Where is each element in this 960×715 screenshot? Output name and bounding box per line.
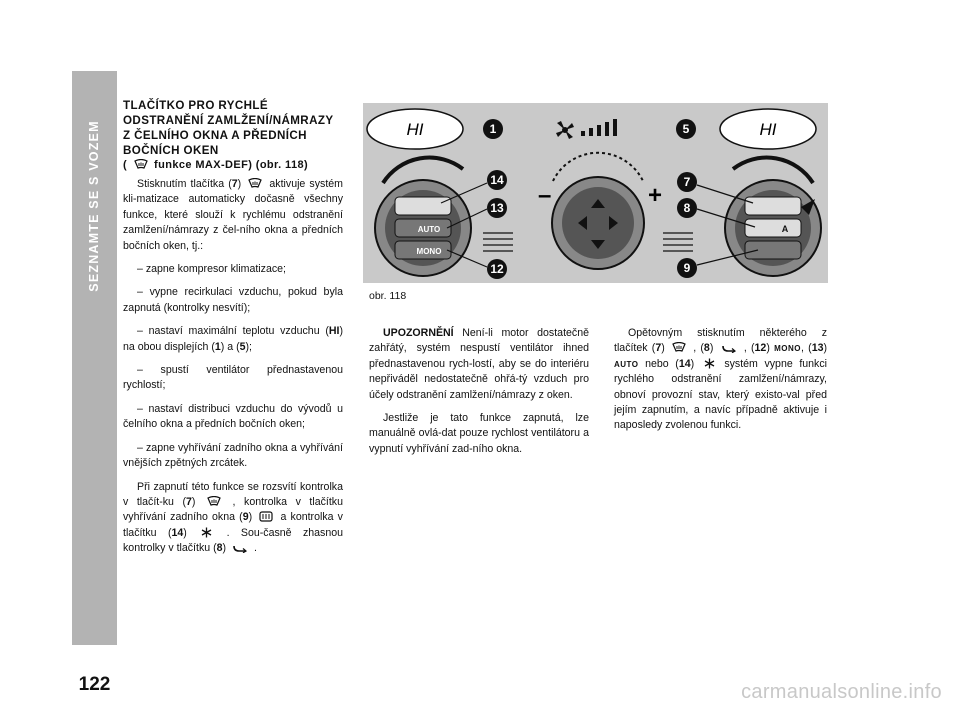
heading-line: BOČNÍCH OKEN (123, 144, 219, 157)
section-title-text: SEZNAMTE SE S VOZEM (87, 120, 101, 292)
btn-a-right-label: A (782, 224, 789, 234)
list-item: – zapne kompresor klimatizace; (137, 263, 286, 276)
auto-label: AUTO (614, 359, 639, 369)
callout-9: 9 (684, 261, 691, 275)
section-title: SEZNAMTE SE S VOZEM (72, 71, 117, 331)
left-display-text: HI (407, 120, 424, 139)
climate-panel-figure: HI HI 1 5 14 13 12 7 8 9 AUTO M (363, 103, 828, 283)
watermark-url: carmanualsonline.info (741, 681, 942, 703)
middle-column: UPOZORNĚNÍ Není-li motor dostatečně zahř… (369, 326, 589, 457)
paragraph: Opětovným stisknutím některého z tlačíte… (614, 327, 828, 432)
paragraph: Stisknutím tlačítka (7) aktivuje systém … (123, 178, 343, 252)
heading-line: TLAČÍTKO PRO RYCHLÉ (123, 99, 269, 112)
callout-1: 1 (490, 122, 497, 136)
recirculation-icon (721, 346, 736, 354)
warning-label: UPOZORNĚNÍ (383, 327, 454, 339)
paragraph: Jestliže je tato funkce zapnutá, lze man… (369, 412, 589, 455)
callout-7: 7 (684, 175, 691, 189)
minus-sign: – (538, 182, 551, 209)
max-def-icon (672, 342, 686, 353)
right-column: Opětovným stisknutím některého z tlačíte… (614, 326, 827, 434)
callout-8: 8 (684, 201, 691, 215)
paragraph: Při zapnutí této funkce se rozsvítí kont… (123, 480, 343, 555)
figure-caption: obr. 118 (369, 290, 407, 302)
list-item: – vypne recirkulaci vzduchu, pokud byla … (123, 286, 343, 314)
left-column: TLAČÍTKO PRO RYCHLÉ ODSTRANĚNÍ ZAMLŽENÍ/… (123, 98, 343, 557)
callout-14: 14 (490, 173, 504, 187)
list-item: – zapne vyhřívání zadního okna a vyhřívá… (123, 441, 343, 470)
ac-compressor-icon (704, 358, 715, 369)
max-def-icon (207, 495, 221, 506)
climate-panel-drawing: HI HI 1 5 14 13 12 7 8 9 AUTO M (366, 108, 822, 279)
list-item: – spustí ventilátor přednastavenou rychl… (123, 364, 343, 392)
btn-auto-left-label: AUTO (418, 225, 441, 234)
heading-subtitle: ( funkce MAX-DEF) (obr. 118) (123, 158, 343, 173)
heading-subtitle-text: funkce MAX-DEF) (obr. 118) (154, 159, 309, 171)
recirculation-icon (233, 546, 248, 554)
mono-label: MONO (774, 344, 801, 354)
list-item: – nastaví distribuci vzduchu do vývodů u… (123, 402, 343, 431)
heading-line: Z ČELNÍHO OKNA A PŘEDNÍCH (123, 129, 307, 142)
ac-compressor-icon (201, 527, 212, 538)
plus-sign: + (648, 182, 662, 209)
rear-defrost-icon (259, 511, 273, 522)
callout-5: 5 (683, 122, 690, 136)
btn-mono-left-label: MONO (417, 247, 442, 256)
heading-line: ODSTRANĚNÍ ZAMLŽENÍ/NÁMRAZY (123, 114, 334, 127)
callout-13: 13 (490, 201, 504, 215)
list-item: – nastaví maximální teplotu vzduchu (HI)… (123, 325, 343, 353)
max-def-icon (248, 178, 263, 188)
right-display-text: HI (760, 120, 777, 139)
fan-icon (556, 121, 574, 139)
sidebar: SEZNAMTE SE S VOZEM 122 (72, 71, 117, 695)
max-def-icon (133, 159, 148, 169)
section-heading: TLAČÍTKO PRO RYCHLÉ ODSTRANĚNÍ ZAMLŽENÍ/… (123, 98, 343, 173)
warning-paragraph: UPOZORNĚNÍ Není-li motor dostatečně zahř… (369, 327, 589, 401)
page-number: 122 (78, 674, 111, 695)
callout-12: 12 (490, 262, 504, 276)
paren: ( (123, 159, 128, 171)
